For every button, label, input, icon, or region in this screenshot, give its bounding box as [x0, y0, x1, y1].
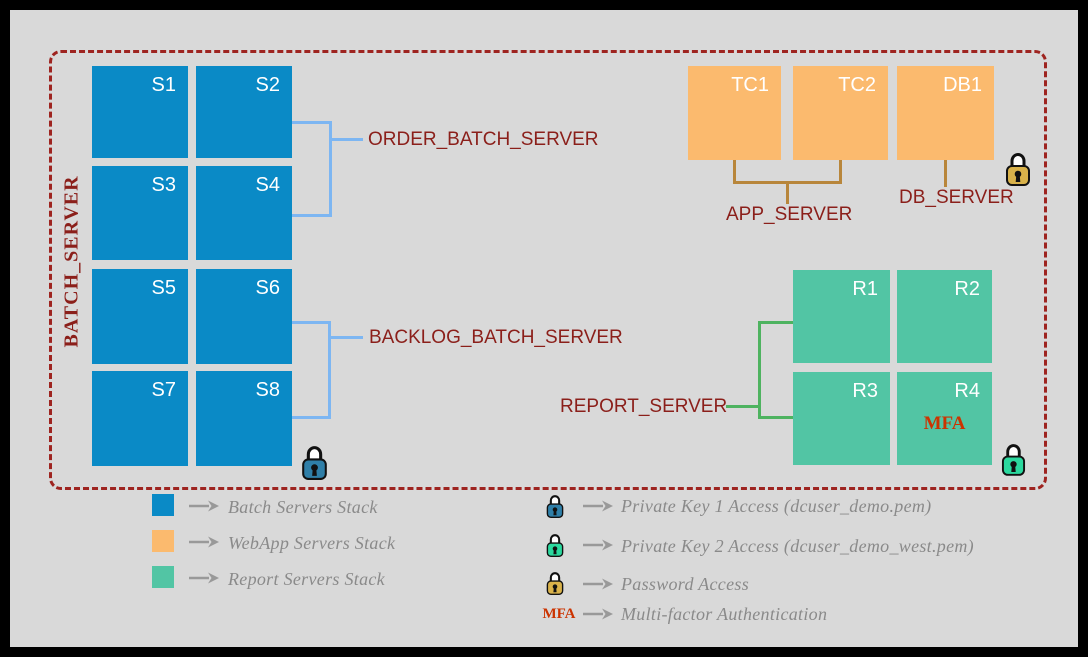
server-node-s2: S2: [196, 66, 292, 158]
legend-label-password-access: Password Access: [621, 574, 749, 594]
backlog-bracket-bottom-segment: [292, 416, 328, 419]
report-bracket-label-tick: [726, 405, 758, 408]
order-batch-server-label: ORDER_BATCH_SERVER: [368, 129, 599, 150]
backlog-batch-server-label: BACKLOG_BATCH_SERVER: [369, 327, 623, 348]
arrow-icon: [583, 539, 613, 551]
db-connector-drop: [944, 160, 947, 187]
backlog-bracket-label-tick: [331, 336, 363, 339]
legend-label-webapp-stack: WebApp Servers Stack: [228, 533, 396, 553]
server-node-tc1: TC1: [688, 66, 781, 160]
batch-server-group-label: BATCH_SERVER: [60, 175, 83, 348]
backlog-bracket-top-segment: [292, 321, 328, 324]
legend-label-private-key-2: Private Key 2 Access (dcuser_demo_west.p…: [621, 536, 974, 556]
legend-label-report-stack: Report Servers Stack: [228, 569, 385, 589]
legend-label-mfa: Multi-factor Authentication: [621, 604, 828, 624]
batch-boundary-dashed-rect: [49, 50, 1047, 490]
legend-swatch-report: [152, 566, 174, 588]
server-node-r3: R3: [793, 372, 890, 465]
server-node-s6: S6: [196, 269, 292, 364]
arrow-icon: [189, 500, 219, 512]
server-node-s3: S3: [92, 166, 188, 260]
padlock-key1-icon: [302, 446, 327, 480]
order-bracket-label-tick: [332, 138, 363, 141]
app-connector-right-drop: [839, 160, 842, 184]
db-server-label: DB_SERVER: [899, 187, 1014, 208]
padlock-password-icon: [1006, 153, 1030, 186]
report-bracket-top-segment: [758, 321, 793, 324]
order-bracket-vertical-segment: [329, 121, 332, 217]
arrow-icon: [189, 536, 219, 548]
server-node-s5: S5: [92, 269, 188, 364]
server-node-db1: DB1: [897, 66, 994, 160]
backlog-bracket-vertical-segment: [328, 321, 331, 419]
app-connector-horizontal: [733, 181, 842, 184]
server-node-r2: R2: [897, 270, 992, 363]
arrow-icon: [583, 500, 613, 512]
server-node-s1: S1: [92, 66, 188, 158]
app-connector-center-drop: [786, 184, 789, 204]
server-node-r1: R1: [793, 270, 890, 363]
padlock-password-icon: [546, 572, 564, 595]
server-node-s8: S8: [196, 371, 292, 466]
report-bracket-bottom-segment: [758, 416, 793, 419]
padlock-key2-icon: [546, 534, 564, 557]
server-node-tc2: TC2: [793, 66, 888, 160]
legend-swatch-batch: [152, 494, 174, 516]
padlock-key1-icon: [546, 495, 564, 518]
order-bracket-top-segment: [292, 121, 329, 124]
mfa-badge-r4: MFA: [923, 413, 966, 434]
legend-mfa-badge: MFA: [542, 606, 576, 622]
arrow-icon: [583, 608, 613, 620]
report-server-label: REPORT_SERVER: [560, 396, 728, 417]
padlock-key2-icon: [1001, 444, 1026, 476]
app-connector-left-drop: [733, 160, 736, 184]
server-node-r4: R4: [897, 372, 992, 465]
report-bracket-vertical-segment: [758, 321, 761, 419]
arrow-icon: [189, 572, 219, 584]
order-bracket-bottom-segment: [292, 214, 329, 217]
legend-label-batch-stack: Batch Servers Stack: [228, 497, 378, 517]
legend-label-private-key-1: Private Key 1 Access (dcuser_demo.pem): [621, 496, 932, 516]
server-node-s7: S7: [92, 371, 188, 466]
server-node-s4: S4: [196, 166, 292, 260]
legend-swatch-webapp: [152, 530, 174, 552]
app-server-label: APP_SERVER: [726, 204, 853, 225]
arrow-icon: [583, 578, 613, 590]
